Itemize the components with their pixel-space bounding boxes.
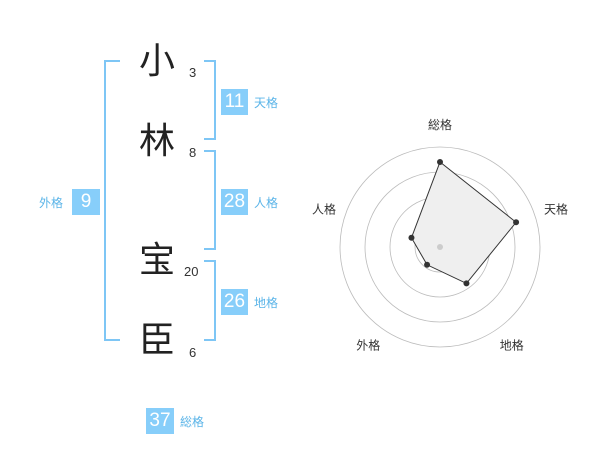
radar-point-2 <box>513 219 520 226</box>
gaikaku-label: 外格 <box>39 196 64 210</box>
gaikaku-value-badge: 9 <box>72 189 100 215</box>
tenkaku-bracket <box>204 60 216 140</box>
radar-point-1 <box>437 159 443 165</box>
radar-axis-label-4: 外格 <box>356 338 380 353</box>
gaikaku-bracket <box>104 60 120 341</box>
radar-axis-label-5: 人格 <box>312 201 336 216</box>
kanji-char-1: 小 <box>138 41 175 82</box>
kanji-char-4: 臣 <box>138 320 175 361</box>
tenkaku-label: 天格 <box>254 96 279 110</box>
jinkaku-value-badge: 28 <box>221 189 248 215</box>
chikaku-bracket <box>204 260 216 341</box>
tenkaku-value-badge: 11 <box>221 89 248 115</box>
radar-point-3 <box>463 280 470 287</box>
radar-point-4 <box>424 261 431 268</box>
jinkaku-bracket <box>204 150 216 250</box>
radar-area <box>410 161 517 285</box>
radar-axis-label-1: 総格 <box>428 117 452 132</box>
stroke-count-2: 8 <box>189 145 197 160</box>
radar-axis-label-2: 天格 <box>544 201 568 216</box>
radar-center <box>437 244 443 250</box>
chikaku-label: 地格 <box>254 296 279 310</box>
stroke-count-3: 20 <box>184 264 199 279</box>
radar-point-5 <box>408 234 415 241</box>
jinkaku-label: 人格 <box>254 196 279 210</box>
kanji-char-3: 宝 <box>138 240 175 281</box>
soukaku-label: 総格 <box>180 415 205 429</box>
soukaku-value-badge: 37 <box>146 408 174 434</box>
kanji-char-2: 林 <box>138 121 175 162</box>
stroke-count-1: 3 <box>189 65 197 80</box>
radar-axis-label-3: 地格 <box>500 338 524 353</box>
chikaku-value-badge: 26 <box>221 289 248 315</box>
radar-ring-4 <box>339 146 541 348</box>
stroke-count-4: 6 <box>189 345 197 360</box>
